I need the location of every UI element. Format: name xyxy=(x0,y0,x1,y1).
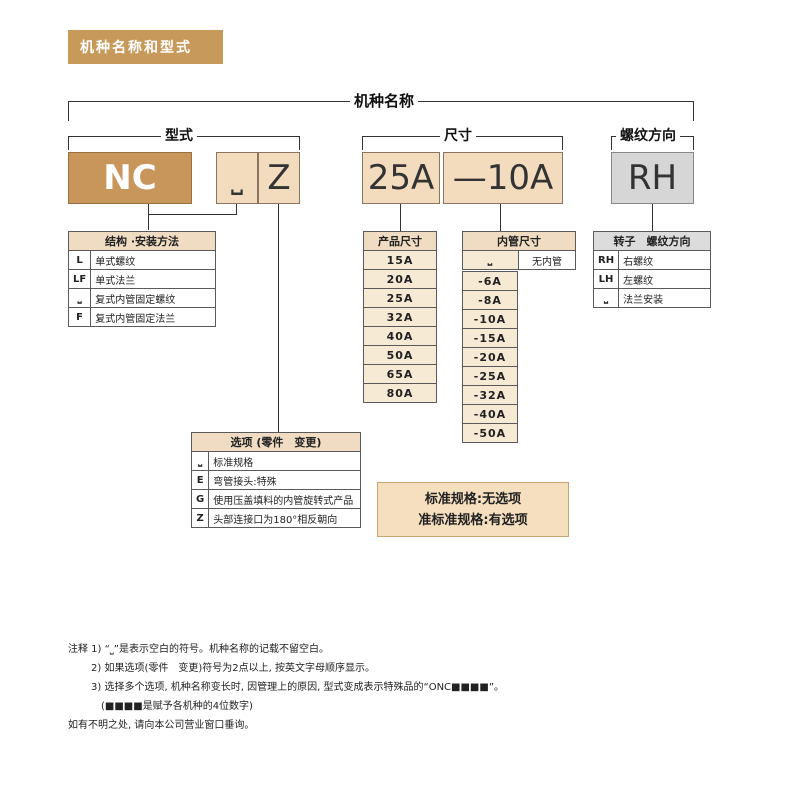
size-label: 尺寸 xyxy=(440,127,476,145)
code-nc-box: NC xyxy=(68,152,192,204)
code-rh-box: RH xyxy=(611,152,694,204)
table-row: -50A xyxy=(462,423,518,443)
table-row: ⎵法兰安装 xyxy=(592,288,711,308)
footnote-1: 注释 1) “⎵”是表示空白的符号。机种名称的记载不留空白。 xyxy=(68,644,329,655)
table-row: -6A xyxy=(462,271,518,291)
table-row: -20A xyxy=(462,347,518,367)
table-row: 15A xyxy=(363,250,437,270)
product-size-table: 产品尺寸 15A 20A 25A 32A 40A 50A 65A 80A xyxy=(363,231,437,403)
section-title: 机种名称和型式 xyxy=(68,30,223,64)
table-row: ⎵ 无内管 xyxy=(462,250,576,270)
code-blank-box: ⎵ xyxy=(216,152,258,204)
model-name-label: 机种名称 xyxy=(350,92,419,110)
footnote-3: 3) 选择多个选项, 机种名称变长时, 因管理上的原因, 型式变成表示特殊品的“… xyxy=(91,682,505,693)
type-label: 型式 xyxy=(161,127,197,145)
footnote-2: 2) 如果选项(零件 变更)符号为2点以上, 按英文字母顺序显示。 xyxy=(91,663,375,674)
rotation-label: 螺纹方向 xyxy=(616,127,680,145)
footnote-5: 如有不明之处, 请向本公司营业窗口垂询。 xyxy=(68,720,255,731)
table-row: -10A xyxy=(462,309,518,329)
code-z-box: Z xyxy=(258,152,300,204)
code-size-inner-box: —10A xyxy=(443,152,563,204)
table-row: 32A xyxy=(363,307,437,327)
table-row: 25A xyxy=(363,288,437,308)
product-size-title: 产品尺寸 xyxy=(363,231,437,251)
table-row: -32A xyxy=(462,385,518,405)
table-row: -8A xyxy=(462,290,518,310)
table-row: ⎵复式内管固定螺纹 xyxy=(67,288,216,308)
inner-size-table: 内管尺寸 ⎵ 无内管 xyxy=(462,231,576,270)
options-table-title: 选项 (零件 变更) xyxy=(191,432,361,452)
table-row: -15A xyxy=(462,328,518,348)
standard-note-line1: 标准规格:无选项 xyxy=(424,491,522,507)
table-row: ⎵标准规格 xyxy=(190,451,361,471)
structure-table-title: 结构 ·安装方法 xyxy=(68,231,216,251)
code-size-main-box: 25A xyxy=(362,152,440,204)
rotation-table-title: 转子 螺纹方向 xyxy=(593,231,711,251)
footnote-4: (■■■■是赋予各机种的4位数字) xyxy=(101,701,253,712)
table-row: 80A xyxy=(363,383,437,403)
standard-note-line2: 准标准规格:有选项 xyxy=(418,512,528,528)
table-row: -40A xyxy=(462,404,518,424)
inner-size-values: -6A -8A -10A -15A -20A -25A -32A -40A -5… xyxy=(462,271,518,443)
table-row: -25A xyxy=(462,366,518,386)
table-row: 20A xyxy=(363,269,437,289)
table-row: 65A xyxy=(363,364,437,384)
standard-note-box: 标准规格:无选项 准标准规格:有选项 xyxy=(377,482,569,537)
inner-size-title: 内管尺寸 xyxy=(462,231,576,251)
table-row: 40A xyxy=(363,326,437,346)
table-row: 50A xyxy=(363,345,437,365)
